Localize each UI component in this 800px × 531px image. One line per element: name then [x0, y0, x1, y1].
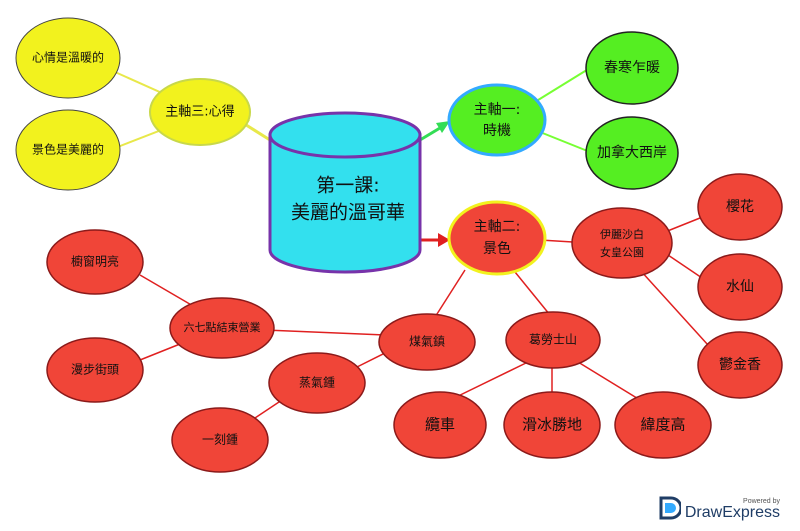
leaf-park[interactable]: 伊麗沙白 女皇公園 [571, 207, 673, 279]
quarter-label: 一刻鍾 [202, 433, 238, 447]
sixseven-bubble [169, 297, 275, 359]
park-label-line1: 伊麗沙白 [600, 227, 644, 241]
edge-grouse-latitude [577, 361, 641, 401]
center-cylinder-top [268, 111, 422, 159]
latitude-label: 緯度高 [640, 416, 685, 434]
leaf-ski[interactable]: 滑冰勝地 [503, 391, 601, 459]
axis2-label-line2: 景色 [483, 240, 511, 257]
gastown-label: 煤氣鎮 [409, 334, 445, 349]
leaf-warm[interactable]: 心情是溫暖的 [15, 17, 121, 99]
tulip-bubble [697, 331, 783, 399]
beautiful-label: 景色是美麗的 [32, 142, 104, 157]
leaf-window[interactable]: 櫥窗明亮 [46, 229, 144, 295]
edge-axis1-spring [529, 67, 591, 106]
leaf-beautiful[interactable]: 景色是美麗的 [15, 109, 121, 191]
drawexpress-watermark: Powered by DrawExpress [657, 495, 780, 523]
axis1-label-line1: 主軸一: [474, 102, 521, 118]
watermark-brand: DrawExpress [684, 503, 780, 521]
ski-bubble [503, 391, 601, 459]
warm-bubble [15, 17, 121, 99]
westcoast-label: 加拿大西岸 [597, 144, 667, 161]
center-title-line1: 第一課: [316, 175, 379, 197]
edge-gastown-sixseven [264, 329, 386, 336]
westcoast-bubble [585, 116, 679, 190]
window-label: 櫥窗明亮 [71, 254, 119, 269]
window-bubble [46, 229, 144, 295]
topic-axis2[interactable]: 主軸二: 景色 [447, 200, 547, 276]
leaf-grouse[interactable]: 葛勞士山 [505, 311, 601, 369]
arrow-to-axis1-head [436, 121, 450, 133]
axis2-bubble [447, 200, 547, 276]
topic-axis3[interactable]: 主軸三:心得 [149, 78, 251, 146]
leaf-latitude[interactable]: 緯度高 [614, 391, 712, 459]
edge-grouse-cable [449, 361, 529, 401]
sakura-label: 櫻花 [726, 198, 754, 215]
edge-park-tulip [639, 269, 709, 346]
arrow-to-axis1 [419, 126, 441, 142]
cable-label: 纜車 [425, 416, 455, 434]
center-topic[interactable]: 第一課: 美麗的溫哥華 [268, 111, 422, 274]
drawexpress-logo-icon [659, 496, 681, 520]
steamclock-label: 蒸氣鍾 [299, 376, 335, 390]
spring-label: 春寒乍暖 [604, 59, 660, 76]
axis3-label: 主軸三:心得 [165, 104, 234, 120]
arrow-to-axis3 [242, 121, 271, 142]
steamclock-bubble [268, 352, 366, 414]
leaf-sakura[interactable]: 櫻花 [697, 173, 783, 241]
cable-bubble [393, 391, 487, 459]
daffodil-label: 水仙 [726, 279, 754, 295]
latitude-bubble [614, 391, 712, 459]
axis1-bubble [447, 83, 547, 157]
park-bubble [571, 207, 673, 279]
leaf-steamclock[interactable]: 蒸氣鍾 [268, 352, 366, 414]
edge-axis2-grouse [514, 271, 551, 316]
arrow-to-axis2-head [438, 233, 450, 247]
warm-label: 心情是溫暖的 [32, 50, 104, 65]
stroll-bubble [46, 337, 144, 403]
leaf-gastown[interactable]: 煤氣鎮 [378, 313, 476, 371]
leaf-quarter[interactable]: 一刻鍾 [171, 407, 269, 473]
spring-bubble [585, 31, 679, 105]
axis2-label-line1: 主軸二: [474, 219, 521, 235]
center-cylinder-body [268, 133, 422, 274]
center-title-line2: 美麗的溫哥華 [291, 202, 405, 224]
beautiful-bubble [15, 109, 121, 191]
stroll-label: 漫步街頭 [71, 363, 119, 377]
leaf-tulip[interactable]: 鬱金香 [697, 331, 783, 399]
leaf-westcoast[interactable]: 加拿大西岸 [585, 116, 679, 190]
axis1-label-line2: 時機 [483, 123, 511, 139]
ski-label: 滑冰勝地 [522, 416, 582, 434]
quarter-bubble [171, 407, 269, 473]
grouse-label: 葛勞士山 [529, 333, 577, 347]
daffodil-bubble [697, 253, 783, 321]
sakura-bubble [697, 173, 783, 241]
park-label-line2: 女皇公園 [600, 245, 644, 259]
watermark-powered-by: Powered by [743, 497, 780, 505]
leaf-sixseven[interactable]: 六七點結束營業 [169, 297, 275, 359]
sixseven-label: 六七點結束營業 [184, 320, 261, 334]
center-arrows [236, 118, 450, 247]
tulip-label: 鬱金香 [719, 357, 761, 373]
leaf-daffodil[interactable]: 水仙 [697, 253, 783, 321]
axis3-bubble [149, 78, 251, 146]
leaf-spring[interactable]: 春寒乍暖 [585, 31, 679, 105]
leaf-stroll[interactable]: 漫步街頭 [46, 337, 144, 403]
grouse-bubble [505, 311, 601, 369]
gastown-bubble [378, 313, 476, 371]
topic-axis1[interactable]: 主軸一: 時機 [447, 83, 547, 157]
leaf-cable[interactable]: 纜車 [393, 391, 487, 459]
